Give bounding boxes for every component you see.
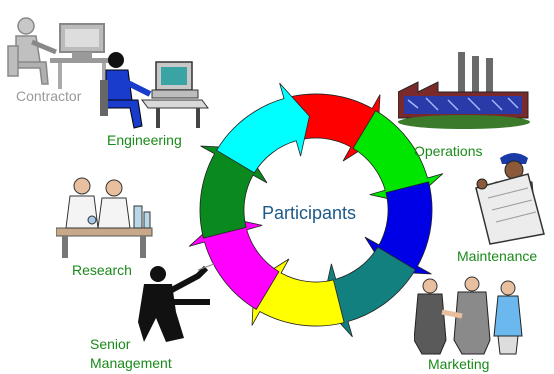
cycle-arrow-6 [188, 216, 280, 310]
contractor-label: Contractor [16, 88, 82, 104]
cycle-arrow-8 [216, 82, 310, 174]
marketing-team-icon [414, 276, 528, 356]
contractor-icon [2, 6, 120, 90]
marketing-label: Marketing [428, 356, 490, 372]
cycle-arrow-4 [322, 246, 416, 338]
engineer-icon [98, 50, 210, 132]
maintenance-worker-icon [470, 148, 554, 246]
senior-manager-icon [136, 262, 232, 346]
cycle-arrows [188, 82, 444, 338]
research-label: Research [72, 262, 132, 278]
senior-label-line2: Management [90, 355, 172, 371]
maintenance-label: Maintenance [457, 248, 538, 264]
engineering-label: Engineering [107, 132, 182, 148]
factory-icon [398, 52, 532, 130]
center-label: Participants [262, 203, 357, 223]
senior-label-line1: Senior [90, 336, 131, 352]
operations-label: Operations [414, 143, 483, 159]
cycle-arrow-2 [352, 110, 444, 204]
research-scientists-icon [56, 176, 156, 260]
